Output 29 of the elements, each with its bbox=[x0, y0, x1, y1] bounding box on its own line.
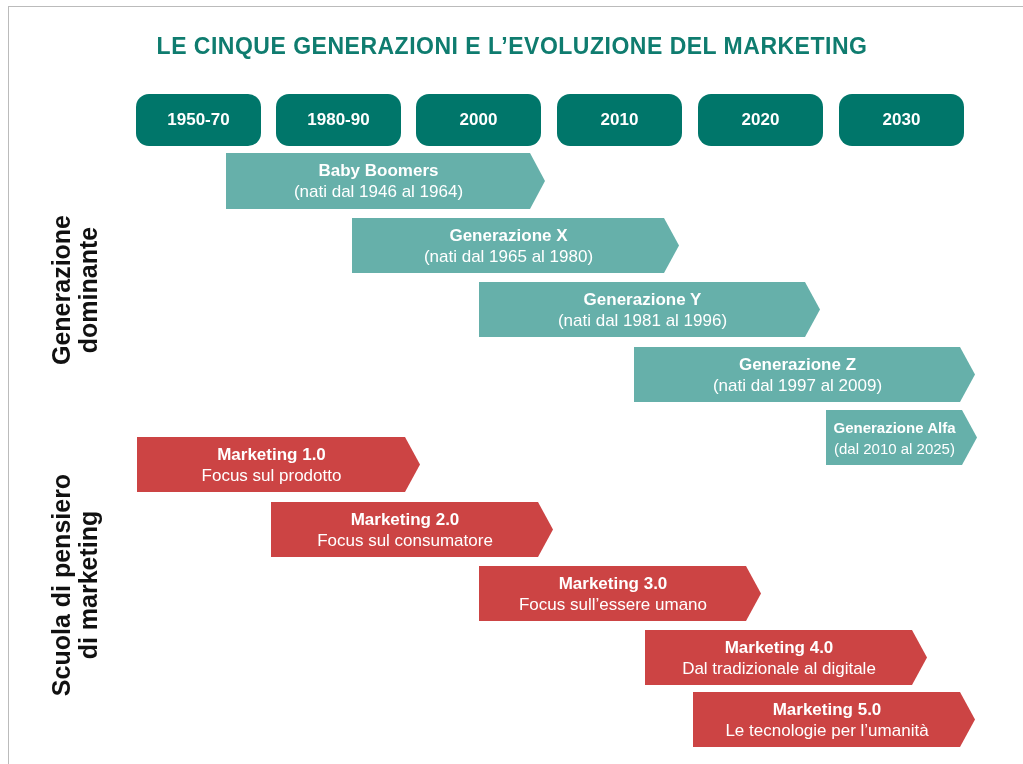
title: LE CINQUE GENERAZIONI E L’EVOLUZIONE DEL MARKETING bbox=[155, 33, 869, 60]
bar-heading: Marketing 5.0 bbox=[772, 698, 882, 720]
bar-heading: Marketing 1.0 bbox=[217, 443, 326, 465]
bar-subtitle: (nati dal 1981 al 1996) bbox=[557, 309, 728, 331]
bar-heading: Baby Boomers bbox=[318, 160, 439, 181]
bar-heading: Generazione Y bbox=[583, 288, 702, 310]
bar-subtitle: Focus sul prodotto bbox=[201, 464, 342, 486]
bar-subtitle: (dal 2010 al 2025) bbox=[834, 438, 955, 459]
year-badge: 2000 bbox=[416, 94, 541, 146]
bar-heading: Generazione Z bbox=[738, 353, 857, 375]
year-badge: 2010 bbox=[557, 94, 682, 146]
bar-subtitle: Focus sull’essere umano bbox=[519, 593, 707, 615]
bar-heading: Marketing 3.0 bbox=[558, 572, 668, 594]
bar-heading: Generazione X bbox=[449, 224, 568, 246]
bar-subtitle: Le tecnologie per l’umanità bbox=[725, 719, 929, 741]
year-badge: 1950-70 bbox=[136, 94, 261, 146]
bar-subtitle: (nati dal 1997 al 2009) bbox=[712, 374, 883, 396]
bar-subtitle: (nati dal 1965 al 1980) bbox=[423, 245, 594, 267]
year-badge: 2020 bbox=[698, 94, 823, 146]
bar-subtitle: Dal tradizionale al digitale bbox=[682, 657, 876, 679]
bar-heading: Marketing 4.0 bbox=[724, 636, 834, 658]
bar-subtitle: (nati dal 1946 al 1964) bbox=[293, 181, 464, 202]
year-badge: 1980-90 bbox=[276, 94, 401, 146]
year-badge: 2030 bbox=[839, 94, 964, 146]
bar-heading: Generazione Alfa bbox=[833, 417, 956, 438]
axis-label: Scuola di pensiero di marketing bbox=[48, 472, 102, 699]
bar-heading: Marketing 2.0 bbox=[350, 508, 460, 530]
bar-subtitle: Focus sul consumatore bbox=[317, 529, 493, 551]
axis-label: Generazione dominante bbox=[48, 213, 102, 368]
